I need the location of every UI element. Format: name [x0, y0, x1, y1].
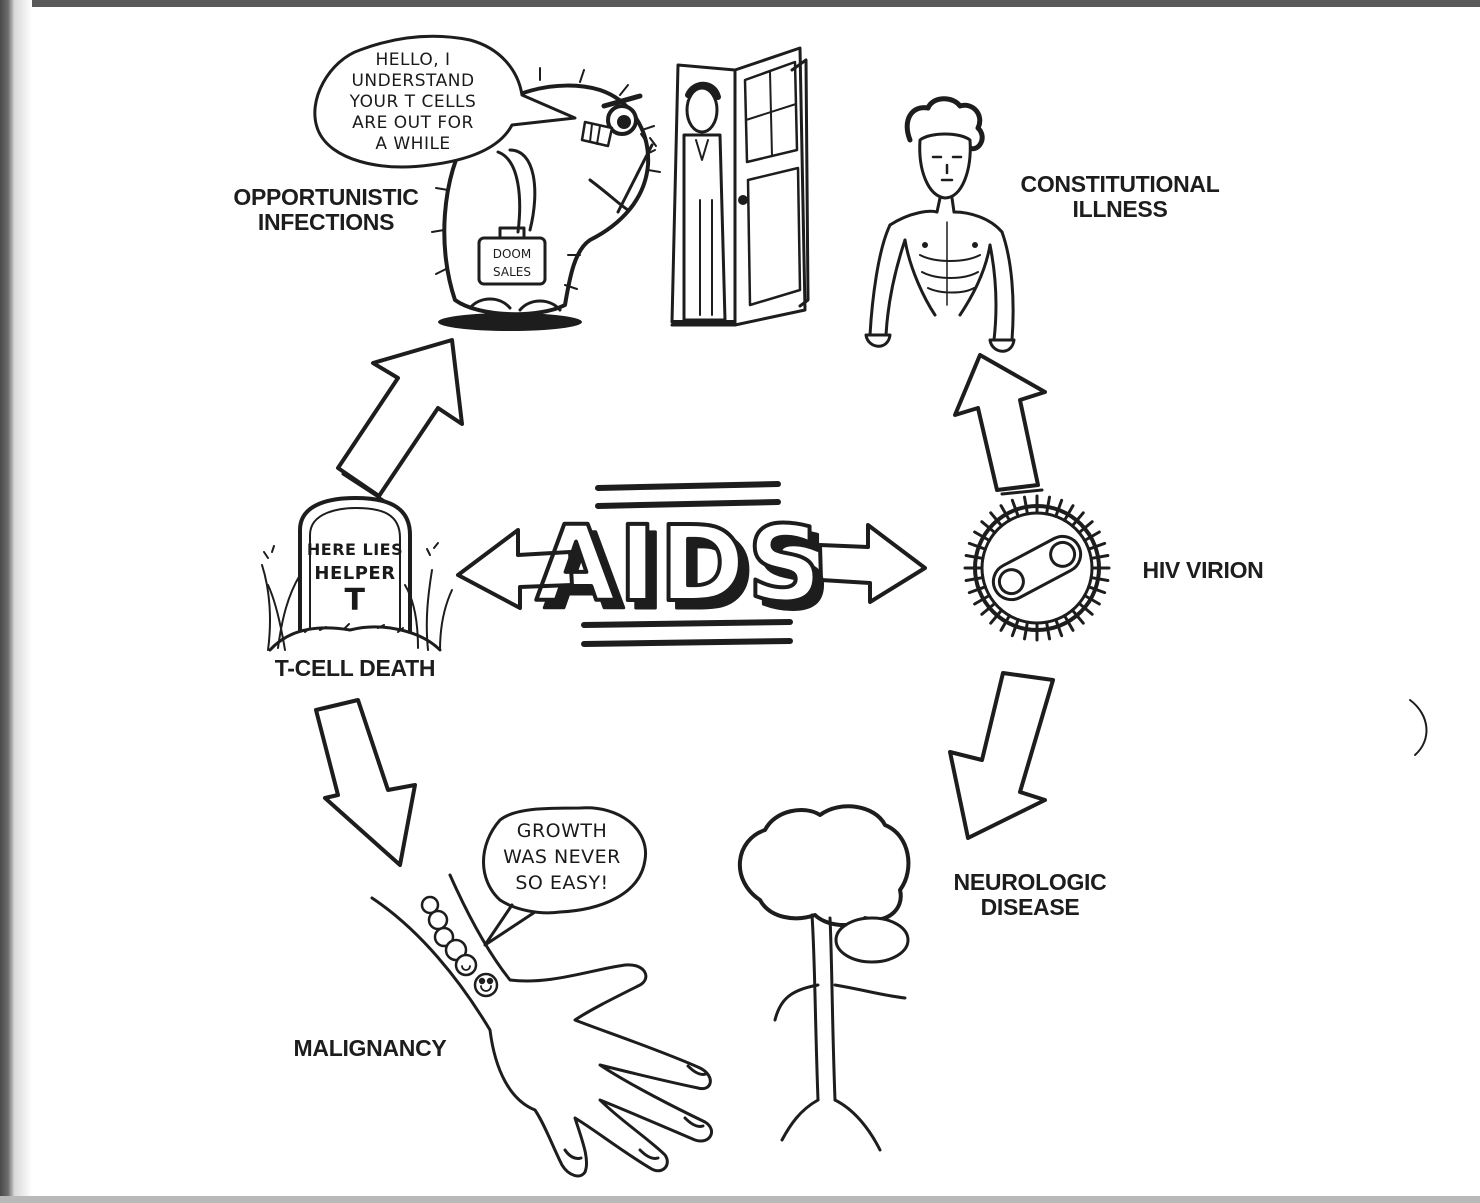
virion-spike — [1010, 618, 1020, 638]
label-malignancy: MALIGNANCY — [293, 1035, 447, 1061]
label-opportunistic-line2: INFECTIONS — [257, 209, 395, 235]
microbe-speech-text: HELLO, I UNDERSTAND YOUR T CELLS ARE OUT… — [318, 50, 508, 155]
virion-spike — [964, 553, 985, 560]
virion-spike — [1010, 498, 1020, 518]
scan-border-left — [0, 0, 14, 1203]
brain-and-spinal-cord — [737, 804, 911, 1152]
aids-title: AIDS — [536, 503, 824, 625]
virion-spike — [1087, 585, 1107, 595]
tumor-speech-line2: WAS NEVER — [503, 846, 621, 868]
scan-border-bottom — [0, 1196, 1480, 1203]
virion-spike — [1045, 495, 1052, 516]
microbe-speech-line3: YOUR T CELLS — [349, 92, 477, 112]
virion-spike — [1070, 511, 1085, 528]
label-constitutional-illness: CONSTITUTIONAL ILLNESS — [1000, 172, 1240, 222]
virion-spike — [973, 530, 991, 542]
virion-spike — [1070, 608, 1085, 625]
virion-spike — [1063, 614, 1075, 632]
virion-spike — [1089, 553, 1110, 560]
virion-spike — [1022, 620, 1029, 641]
tombstone-line1: HERE LIES — [306, 540, 404, 559]
aids-top-rule-1 — [595, 481, 781, 491]
label-constitutional-line1: CONSTITUTIONAL — [1020, 171, 1220, 197]
tombstone-inscription: HERE LIES HELPER T — [300, 538, 410, 616]
aids-bottom-rule-1 — [581, 619, 793, 628]
tombstone-line2: HELPER — [314, 563, 396, 584]
virion-spike — [1022, 495, 1029, 516]
tombstone-line3: T — [344, 583, 366, 618]
label-opportunistic-infections: OPPORTUNISTIC INFECTIONS — [216, 185, 436, 235]
aids-center: AIDS AIDS — [534, 481, 832, 647]
tumor-speech-text: GROWTH WAS NEVER SO EASY! — [482, 818, 642, 896]
microbe-speech-line5: A WHILE — [375, 134, 451, 154]
virion-spike — [964, 576, 985, 583]
virion-spike — [1077, 520, 1094, 535]
virion-spike — [1087, 541, 1107, 551]
label-neurologic-line2: DISEASE — [980, 894, 1080, 920]
briefcase-text-1: DOOM — [493, 247, 531, 261]
virion-spike — [989, 608, 1004, 625]
label-neurologic-disease: NEUROLOGIC DISEASE — [935, 870, 1125, 920]
tombstone — [261, 496, 453, 652]
emaciated-man — [864, 96, 1016, 353]
label-constitutional-line2: ILLNESS — [1072, 196, 1168, 222]
virion-spike — [1054, 618, 1064, 638]
arrow-hiv-to-constitutional — [953, 353, 1047, 496]
virion-spike — [1083, 594, 1101, 606]
virion-spike — [999, 504, 1011, 522]
arrow-tcell-to-opportunistic — [336, 338, 464, 504]
virion-spike — [1083, 530, 1101, 542]
virion-spike — [967, 585, 987, 595]
virion-spike — [1045, 620, 1052, 641]
arrow-aids-to-tcell — [456, 528, 574, 610]
scan-gutter-shadow — [14, 0, 32, 1203]
aids-top-rule-2 — [595, 499, 781, 509]
virion-spike — [1077, 601, 1094, 616]
microbe-speech-line1: HELLO, I — [375, 50, 451, 70]
hiv-virion-drawing — [963, 494, 1111, 642]
label-hiv-virion: HIV VIRION — [1142, 557, 1264, 583]
virion-spike — [989, 511, 1004, 528]
tumor-speech-line1: GROWTH — [516, 820, 608, 842]
virion-spike — [1063, 504, 1075, 522]
arrow-tcell-to-malignancy — [314, 698, 417, 867]
virion-spike — [1089, 576, 1110, 583]
aids-title-shadow: AIDS — [544, 511, 832, 633]
tumor-speech-line3: SO EASY! — [515, 872, 609, 894]
virion-spike — [999, 614, 1011, 632]
arrow-hiv-to-neurologic — [948, 671, 1055, 840]
label-t-cell-death: T-CELL DEATH — [274, 655, 436, 681]
virion-spike — [1054, 498, 1064, 518]
briefcase-text-2: SALES — [493, 265, 531, 279]
label-opportunistic-line1: OPPORTUNISTIC — [233, 184, 419, 210]
virion-spike — [980, 520, 997, 535]
virion-spike — [967, 541, 987, 551]
arrow-aids-to-hiv — [818, 523, 927, 604]
microbe-speech-bubble — [313, 34, 577, 169]
microbe-speech-line4: ARE OUT FOR — [352, 113, 474, 133]
tumor-speech-bubble — [482, 806, 648, 947]
page-edge-mark — [1409, 699, 1428, 756]
virion-spike — [973, 594, 991, 606]
label-neurologic-line1: NEUROLOGIC — [953, 869, 1107, 895]
microbe-speech-line2: UNDERSTAND — [351, 71, 475, 91]
scan-border-top — [0, 0, 1480, 7]
hand-with-tumor — [370, 873, 713, 1178]
door-with-man — [670, 46, 810, 327]
aids-bottom-rule-2 — [581, 638, 793, 647]
virion-spike — [980, 601, 997, 616]
